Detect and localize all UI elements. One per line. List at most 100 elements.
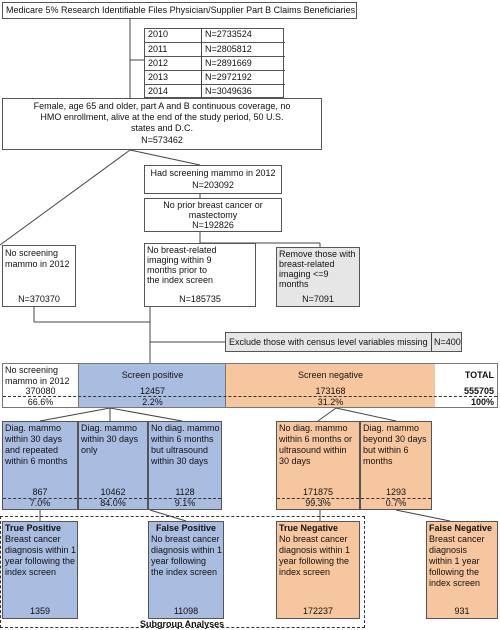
pos-group-line: and repeated [5,445,59,455]
subgroup-label: Subgroup Analyses [140,619,225,629]
remove-imaging-line: months [279,279,309,289]
no-prior-box: No prior breast cancer or mastectomy N=1… [144,198,282,232]
neg-group-line: ultrasound within [279,445,347,455]
year-count: N=2733524 [205,29,252,39]
pos-group-divider [149,498,221,499]
outcome-count: 931 [454,606,470,616]
pos-group-divider [79,498,147,499]
outcome-count: 11098 [173,606,199,616]
pos-group-count: 1128 [175,487,195,497]
pos-group-line: No diag. mammo [151,423,220,433]
no-screen-pct: 66.6% [27,397,54,407]
neg-group-pct: 0.7% [385,498,407,508]
neg-group-line: but within 6 [363,445,409,455]
remove-imaging-box: Remove those with breast-related imaging… [276,247,360,307]
neg-group-line: 30 days [279,456,311,466]
remove-imaging-line: breast-related [279,259,335,269]
screen-positive-cell: Screen positive 12457 2.2% [78,364,226,407]
remove-imaging-count: N=7091 [302,294,334,304]
outcome-line: diagnosis within 1 [151,545,223,555]
subgroup-frame [0,516,365,628]
had-screening-box: Had screening mammo in 2012 N=203092 [144,165,282,194]
neg-group-line: Diag. mammo [363,423,420,433]
outcome-line: index screen [429,578,481,588]
pos-group-line: Diag. mammo [5,423,62,433]
no-breast-imaging-line: the index screen [147,275,214,285]
outcome-line: diagnosis within 1 [5,545,77,555]
outcome-line: the index screen [151,567,218,577]
year-label: 2014 [148,86,169,96]
outcome-title: False Negative [429,523,493,533]
pos-group-line: only [81,445,98,455]
screen-positive-pct: 2.2% [142,397,163,407]
pos-group-box: No diag. mammo within 6 months but ultra… [148,421,222,510]
exclude-label: Exclude those with census level variable… [229,337,428,347]
no-breast-imaging-line: months prior to [147,265,208,275]
criteria-count: N=573462 [141,135,183,145]
no-prior-line: No prior breast cancer or [163,200,263,210]
total-count: 555705 [463,386,494,396]
outcome-title: True Positive [5,523,62,533]
outcome-box: True Negative No breast cancer diagnosis… [276,521,360,619]
criteria-line: states and D.C. [130,123,194,133]
pos-group-pct: 9.1% [174,498,196,508]
pos-group-line: but ultrasound [151,445,209,455]
year-row: 2012 N=2891669 [145,56,285,70]
pos-group-divider [3,498,77,499]
outcome-line: year following the [279,556,350,566]
exclude-box: Exclude those with census level variable… [225,332,462,352]
outcome-line: index screen [279,567,331,577]
screen-negative-count: 173168 [315,386,346,396]
screen-positive-label: Screen positive [121,370,184,380]
outcome-line: No breast cancer [151,534,220,544]
neg-group-line: beyond 30 days [363,434,427,444]
screen-negative-pct: 31.2% [317,397,344,407]
year-count: N=2972192 [205,72,252,82]
no-screen-label: mammo in 2012 [5,376,70,386]
criteria-box: Female, age 65 and older, part A and B c… [2,98,322,150]
outcome-box: True Positive Breast cancer diagnosis wi… [2,521,78,619]
screen-negative-cell: Screen negative 173168 31.2% [225,364,435,407]
outcome-count: 1359 [29,606,51,616]
remove-imaging-line: Remove those with [279,249,356,259]
no-screening-line: mammo in 2012 [5,259,70,269]
criteria-line: HMO enrollment, alive at the end of the … [40,112,284,122]
outcome-box: False Positive No breast cancer diagnosi… [148,521,224,619]
pos-group-line: Diag. mammo [81,423,138,433]
outcome-line: diagnosis [429,545,468,555]
neg-group-box: No diag. mammo within 6 months or ultras… [276,421,360,510]
year-count: N=2805812 [205,44,252,54]
outcome-line: within 1 year [429,556,480,566]
neg-group-divider [361,498,431,499]
year-count: N=2891669 [205,58,252,68]
neg-group-line: within 6 months or [279,434,353,444]
source-title: Medicare 5% Research Identifiable Files … [6,5,356,15]
outcome-line: index screen [5,567,57,577]
pos-group-count: 10462 [100,487,126,497]
outcome-line: year following [151,556,207,566]
no-breast-imaging-line: No breast-related [147,245,217,255]
no-breast-imaging-line: imaging within 9 [147,255,212,265]
summary-dashed-divider [3,396,497,397]
summary-row: No screening mammo in 2012 370080 66.6% … [2,363,498,408]
neg-group-box: Diag. mammo beyond 30 days but within 6 … [360,421,432,510]
screen-negative-label: Screen negative [297,370,364,380]
year-label: 2013 [148,72,169,82]
year-row: 2011 N=2805812 [145,42,285,56]
year-count: N=3049636 [205,86,252,96]
pos-group-line: within 6 months [151,434,214,444]
year-label: 2012 [148,58,169,68]
no-screen-label: No screening [5,365,59,375]
no-prior-line: mastectomy [188,210,238,220]
total-label: TOTAL [464,370,494,380]
exclude-count: N=400 [434,337,461,347]
outcome-line: diagnosis within 1 [279,545,351,555]
year-row: 2014 N=3049636 [145,84,285,98]
no-breast-imaging-box: No breast-related imaging within 9 month… [144,243,256,307]
no-screen-count: 370080 [25,386,56,396]
neg-group-count: 171875 [302,487,334,497]
outcome-line: following the [429,567,480,577]
pos-group-box: Diag. mammo within 30 days only 10462 84… [78,421,148,510]
had-screening-label: Had screening mammo in 2012 [150,168,276,178]
